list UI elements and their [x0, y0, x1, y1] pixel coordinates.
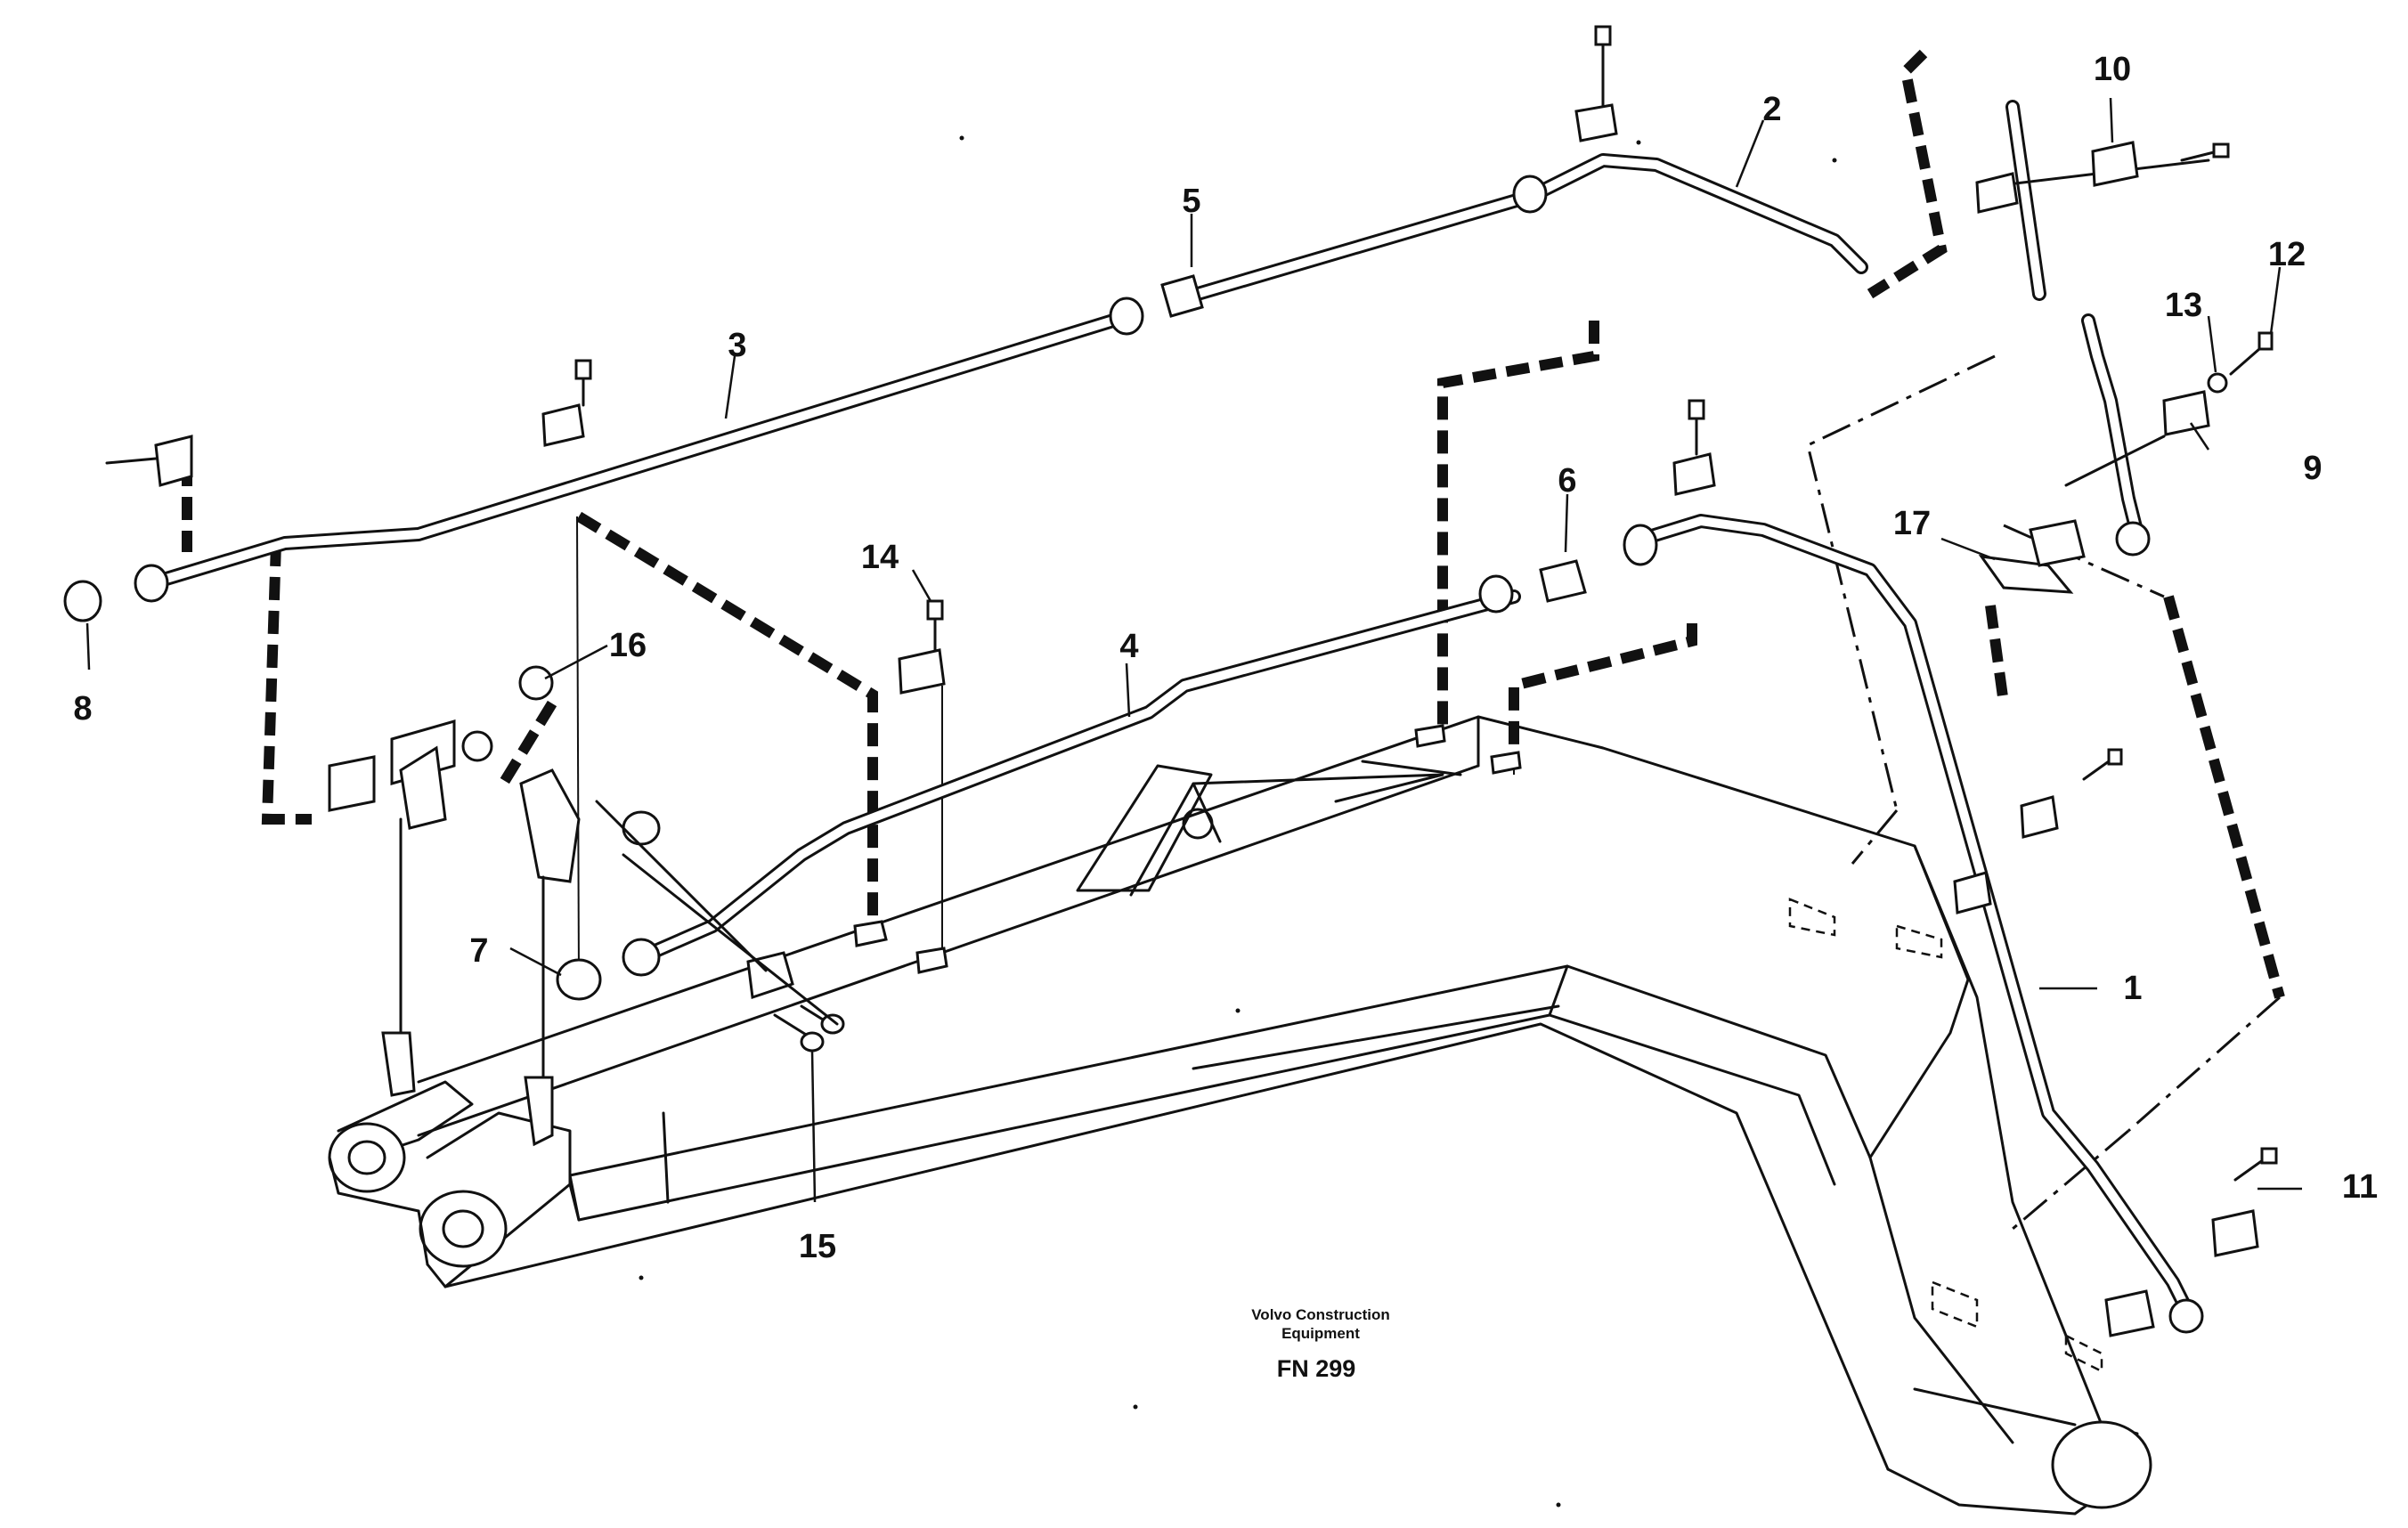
callout-8: 8 — [73, 690, 92, 727]
fittings-and-clamps — [63, 25, 2278, 1508]
callout-2: 2 — [1762, 91, 1781, 128]
callout-1: 1 — [2123, 970, 2142, 1007]
assembly-guide-lines — [182, 49, 2285, 1231]
callout-13: 13 — [2165, 287, 2202, 324]
figure-code: FN 299 — [1277, 1355, 1356, 1382]
callout-16: 16 — [609, 627, 647, 664]
callout-leaders — [85, 97, 2302, 1203]
callout-4: 4 — [1119, 628, 1138, 665]
callout-3: 3 — [728, 327, 746, 364]
caption-block: Volvo Construction Equipment FN 299 — [1251, 1306, 1390, 1382]
caption-subtitle: Equipment — [1281, 1325, 1360, 1342]
boom-structure — [328, 715, 2152, 1516]
callout-5: 5 — [1182, 183, 1200, 220]
caption-manufacturer: Volvo Construction — [1251, 1306, 1390, 1323]
callout-14: 14 — [861, 539, 899, 576]
callout-15: 15 — [799, 1228, 836, 1265]
callout-17: 17 — [1893, 505, 1931, 542]
callout-7: 7 — [469, 932, 488, 970]
callout-10: 10 — [2094, 51, 2131, 88]
callout-6: 6 — [1558, 462, 1576, 500]
callout-9: 9 — [2303, 450, 2322, 487]
callout-11: 11 — [2342, 1168, 2378, 1206]
callout-12: 12 — [2268, 236, 2306, 273]
callout-labels: 1 2 3 4 5 6 7 8 9 10 11 12 13 14 15 16 1… — [73, 51, 2378, 1265]
